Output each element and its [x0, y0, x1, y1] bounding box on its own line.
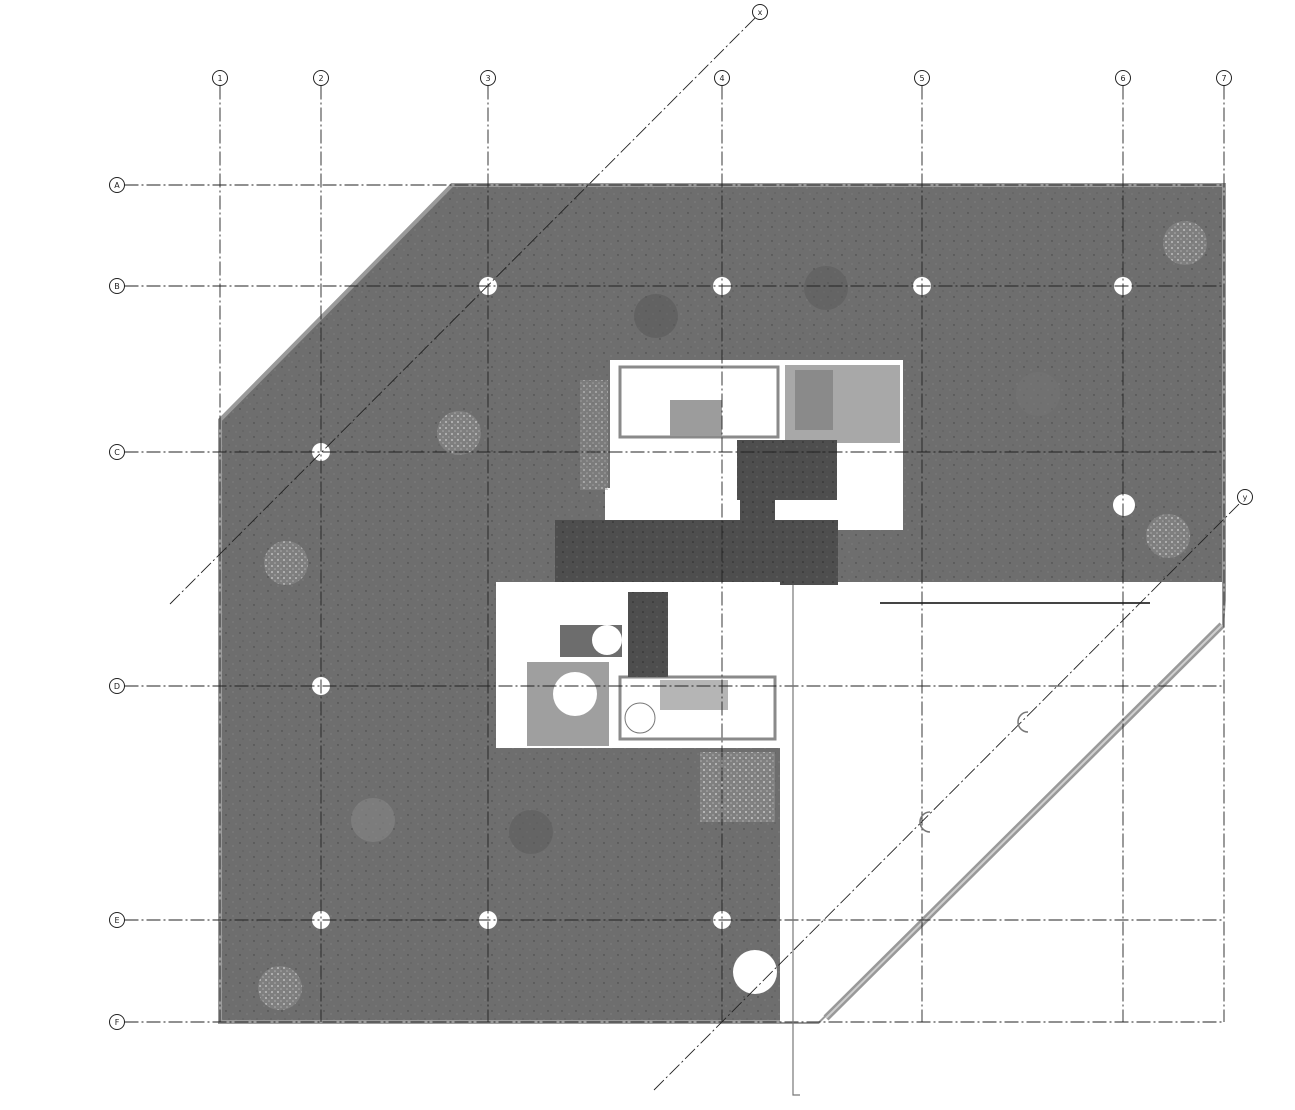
grid-bubble-col-7-label: 7	[1221, 74, 1226, 83]
grid-lines	[124, 17, 1241, 1091]
grid-bubble-diag-y: y	[1237, 489, 1253, 505]
grid-bubble-row-a-label: A	[114, 181, 120, 190]
upper-room-1	[670, 400, 722, 436]
grid-bubble-col-6: 6	[1115, 70, 1131, 86]
slab-patches	[258, 221, 1207, 1010]
open-void-area	[780, 582, 1222, 1022]
grid-bubble-col-2-label: 2	[318, 74, 323, 83]
grid-line-diag-y	[653, 502, 1241, 1091]
grid-bubble-col-2: 2	[313, 70, 329, 86]
grid-bubble-row-c: C	[109, 444, 125, 460]
grid-bubble-diag-x-label: x	[758, 8, 763, 17]
upper-column-void	[739, 370, 775, 406]
grid-line-diag-x	[169, 17, 756, 605]
grid-bubble-row-a: A	[109, 177, 125, 193]
grid-bubble-row-d: D	[109, 678, 125, 694]
lower-room-2	[618, 675, 777, 741]
lower-dark-stair	[628, 592, 668, 677]
grid-bubble-row-b: B	[109, 278, 125, 294]
grid-bubble-col-3: 3	[480, 70, 496, 86]
grid-bubble-row-e: E	[109, 912, 125, 928]
lower-column-void-1	[553, 672, 597, 716]
grid-bubble-col-5-label: 5	[919, 74, 924, 83]
grid-bubble-row-c-label: C	[114, 448, 120, 457]
grid-bubble-col-4: 4	[714, 70, 730, 86]
dark-corridor	[555, 520, 838, 585]
grid-bubble-col-5: 5	[914, 70, 930, 86]
grid-bubbles: 1 2 3 4 5 6 7A B C D E Fx y	[109, 4, 1253, 1030]
grid-bubble-row-f: F	[109, 1014, 125, 1030]
grid-bubble-col-1-label: 1	[217, 74, 222, 83]
grid-bubble-diag-y-label: y	[1243, 493, 1248, 502]
grid-bubble-col-4-label: 4	[719, 74, 724, 83]
lower-column-void-2	[592, 625, 622, 655]
arc-mark-1	[1017, 711, 1029, 733]
arc-mark-2	[919, 811, 931, 833]
grid-bubble-col-6-label: 6	[1120, 74, 1125, 83]
grid-bubble-col-3-label: 3	[485, 74, 490, 83]
grid-bubble-col-1: 1	[212, 70, 228, 86]
grid-bubble-row-d-label: D	[114, 682, 120, 691]
grid-bubble-row-e-label: E	[114, 916, 119, 925]
grid-bubble-diag-x: x	[752, 4, 768, 20]
grid-bubble-row-f-label: F	[115, 1018, 120, 1027]
upper-room-frame	[618, 365, 780, 439]
survey-line	[792, 585, 800, 1096]
grid-bubble-col-7: 7	[1216, 70, 1232, 86]
grid-bubble-row-b-label: B	[114, 282, 120, 291]
upper-dark-stair	[737, 440, 837, 500]
